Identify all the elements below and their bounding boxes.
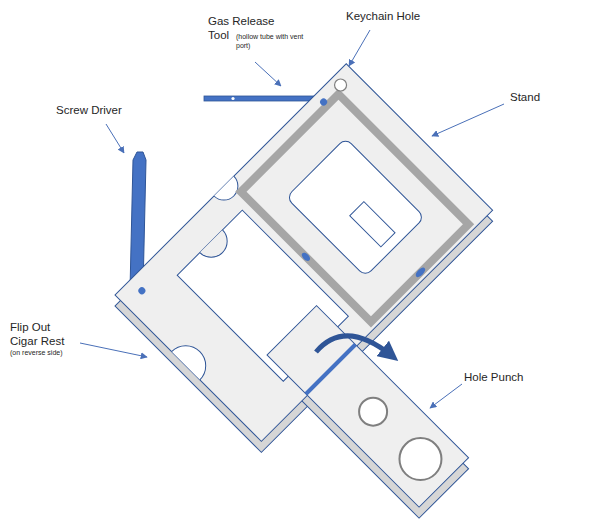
- leader-line: [80, 343, 147, 357]
- body-top: [115, 64, 589, 522]
- gas-tool-pivot: [319, 97, 329, 107]
- leader-line: [106, 124, 124, 153]
- leader-line: [430, 384, 462, 408]
- label-anchor: Screw Driver: [56, 103, 146, 117]
- label-anchor: Stand: [510, 90, 570, 104]
- part-label: Stand: [510, 90, 570, 104]
- label-anchor: (hollow tube with vent port): [236, 33, 314, 51]
- part-label: Screw Driver: [56, 103, 146, 117]
- stand-frame: [241, 94, 469, 322]
- part-label: Flip Out Cigar Rest: [10, 320, 76, 349]
- label-anchor: Hole Punch: [464, 370, 554, 384]
- leader-line: [255, 62, 281, 86]
- screwdriver-pivot: [137, 286, 147, 296]
- vent-port: [231, 97, 234, 100]
- part-note: (hollow tube with vent port): [236, 33, 314, 51]
- keychain-hole: [332, 77, 349, 94]
- leader-line: [349, 30, 370, 66]
- punch-pivot: [306, 344, 355, 393]
- stand-hinge: [300, 251, 311, 262]
- stand-hinge: [414, 266, 427, 279]
- rotation-arrow: [316, 336, 392, 356]
- gas-release-tube: [204, 96, 316, 101]
- part-label: Keychain Hole: [346, 9, 436, 23]
- cigar-rest-notch: [172, 337, 214, 379]
- label-anchor: (on reverse side): [10, 349, 90, 358]
- punch-hole-large: [391, 429, 450, 488]
- punch-hole-small: [353, 392, 393, 432]
- punch-arm: [267, 306, 469, 508]
- leader-line: [432, 104, 504, 136]
- stand-slot: [350, 202, 395, 247]
- label-anchor: Keychain Hole: [346, 9, 436, 23]
- part-note: (on reverse side): [10, 349, 90, 358]
- stand-cutout: [286, 138, 425, 277]
- label-anchor: Flip Out Cigar Rest: [10, 320, 76, 349]
- part-label: Hole Punch: [464, 370, 554, 384]
- window-notch: [200, 230, 234, 264]
